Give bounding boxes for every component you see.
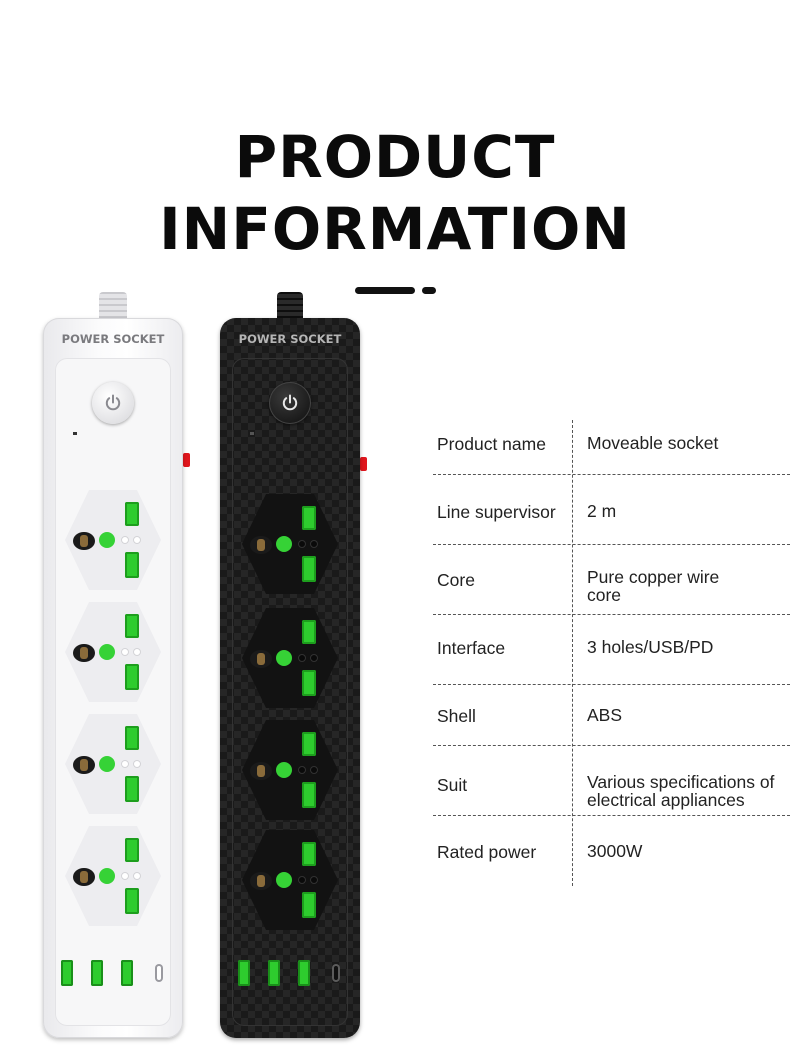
outlet	[65, 714, 161, 814]
power-icon	[282, 394, 298, 411]
power-strip-white: POWER SOCKET	[43, 318, 183, 1038]
side-reset-button-black	[360, 457, 367, 471]
spec-label: Interface	[437, 638, 506, 658]
usb-a-port	[61, 960, 73, 986]
outlet	[242, 720, 338, 820]
spec-label: Suit	[437, 775, 468, 795]
indicator-led	[250, 432, 254, 435]
usb-c-port	[332, 964, 340, 982]
spec-value: Various specifications of electrical app…	[587, 772, 775, 810]
usb-a-port	[298, 960, 310, 986]
usb-a-port	[238, 960, 250, 986]
spec-label: Rated power	[437, 842, 537, 862]
spec-label: Product name	[437, 434, 546, 454]
cable-black	[277, 292, 303, 322]
spec-separator	[433, 544, 790, 545]
heading-underline	[355, 287, 415, 294]
indicator-led	[73, 432, 77, 435]
outlet	[242, 830, 338, 930]
power-switch	[92, 382, 134, 424]
power-strip-black: POWER SOCKET	[220, 318, 360, 1038]
cable-white	[99, 292, 127, 322]
spec-separator	[433, 614, 790, 615]
spec-separator	[433, 474, 790, 475]
outlet	[242, 608, 338, 708]
spec-label: Core	[437, 570, 475, 590]
power-icon	[105, 394, 121, 411]
strip-label: POWER SOCKET	[61, 332, 165, 346]
power-switch	[269, 382, 311, 424]
usb-a-port	[268, 960, 280, 986]
outlet	[65, 602, 161, 702]
heading-line-1: PRODUCT	[234, 123, 556, 191]
strip-label: POWER SOCKET	[238, 332, 342, 346]
outlet	[65, 826, 161, 926]
spec-value: 3000W	[587, 841, 643, 861]
spec-label: Line supervisor	[437, 502, 556, 522]
usb-c-port	[155, 964, 163, 982]
spec-value: ABS	[587, 705, 623, 725]
spec-separator	[433, 815, 790, 816]
heading-underline-dot	[422, 287, 436, 294]
spec-value: 2 m	[587, 501, 617, 521]
outlet	[242, 494, 338, 594]
spec-value: 3 holes/USB/PD	[587, 637, 714, 657]
usb-a-port	[121, 960, 133, 986]
outlet	[65, 490, 161, 590]
side-reset-button-white	[183, 453, 190, 467]
spec-label: Shell	[437, 706, 476, 726]
spec-separator	[433, 684, 790, 685]
usb-a-port	[91, 960, 103, 986]
spec-table-divider	[572, 420, 573, 886]
spec-separator	[433, 745, 790, 746]
spec-value: Pure copper wire core	[587, 567, 720, 605]
heading-line-2: INFORMATION	[159, 195, 631, 263]
spec-value: Moveable socket	[587, 433, 719, 453]
